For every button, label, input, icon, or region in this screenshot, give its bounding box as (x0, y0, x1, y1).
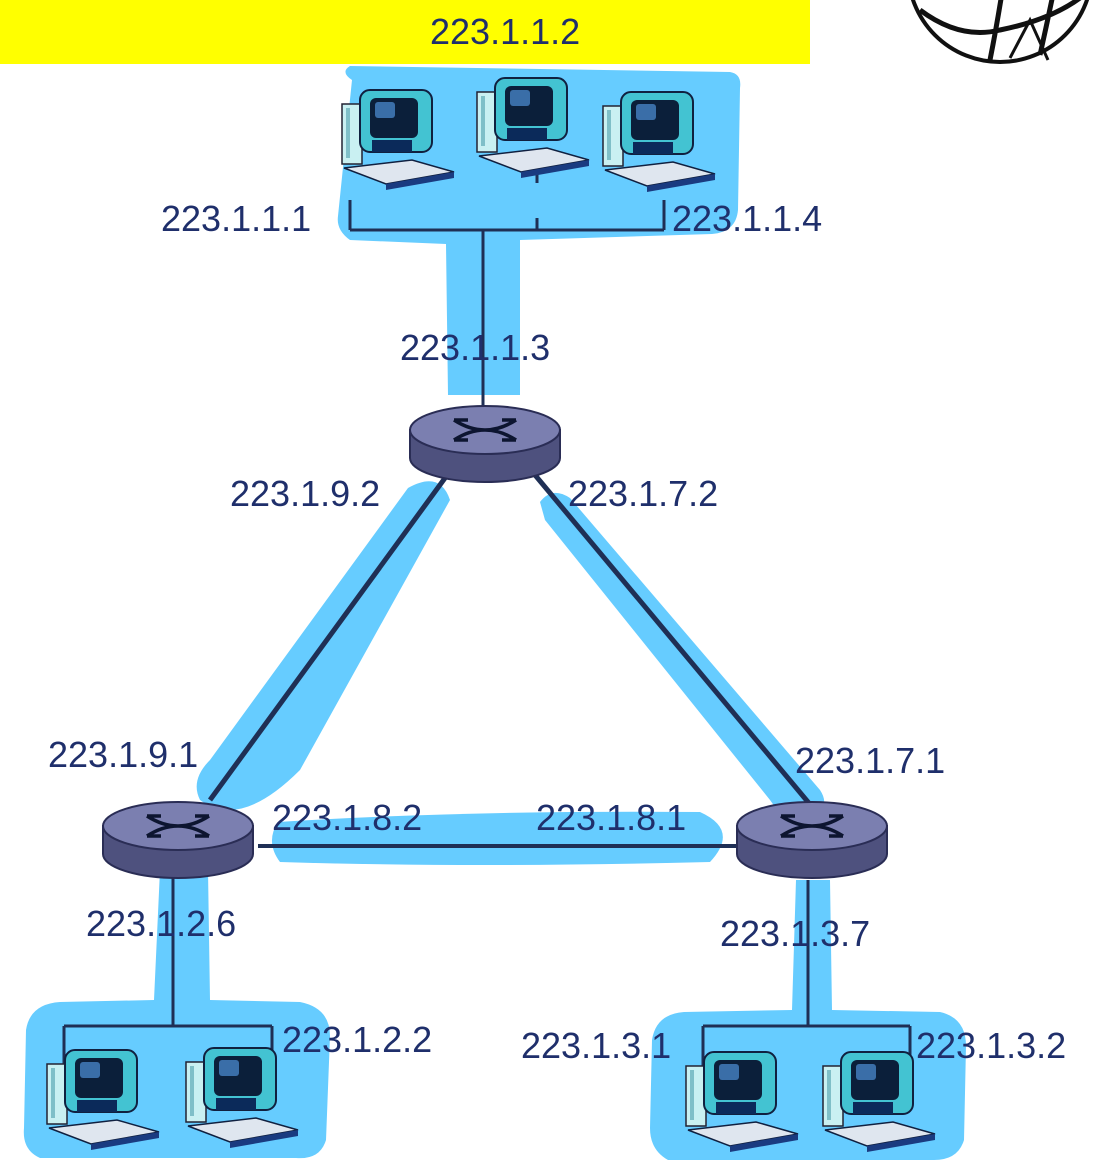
router-interface-label: 223.1.3.7 (720, 913, 871, 954)
router-interface-label: 223.1.9.1 (48, 734, 199, 775)
router-icon (102, 801, 254, 879)
router-interface-label: 223.1.2.6 (86, 903, 237, 944)
banner-address-label: 223.1.1.2 (430, 11, 581, 52)
host-address-label: 223.1.3.2 (916, 1025, 1067, 1066)
router-interface-label: 223.1.7.2 (568, 473, 719, 514)
links (62, 170, 912, 1068)
router-interface-label: 223.1.1.3 (400, 327, 551, 368)
router-interface-label: 223.1.7.1 (795, 740, 946, 781)
host-address-label: 223.1.3.1 (521, 1025, 672, 1066)
host-address-label: 223.1.2.2 (282, 1019, 433, 1060)
host-address-label: 223.1.1.1 (161, 198, 312, 239)
subnet-blob-bottom-link (271, 811, 723, 865)
host-address-label: 223.1.1.4 (672, 198, 823, 239)
router-interface-label: 223.1.9.2 (230, 473, 381, 514)
router-icon (409, 405, 561, 483)
router-interface-label: 223.1.8.1 (536, 797, 687, 838)
highlight-banner: 223.1.1.2 (0, 0, 810, 64)
router-icon (736, 801, 888, 879)
router-interface-label: 223.1.8.2 (272, 797, 423, 838)
globe-logo-icon (910, 0, 1090, 64)
